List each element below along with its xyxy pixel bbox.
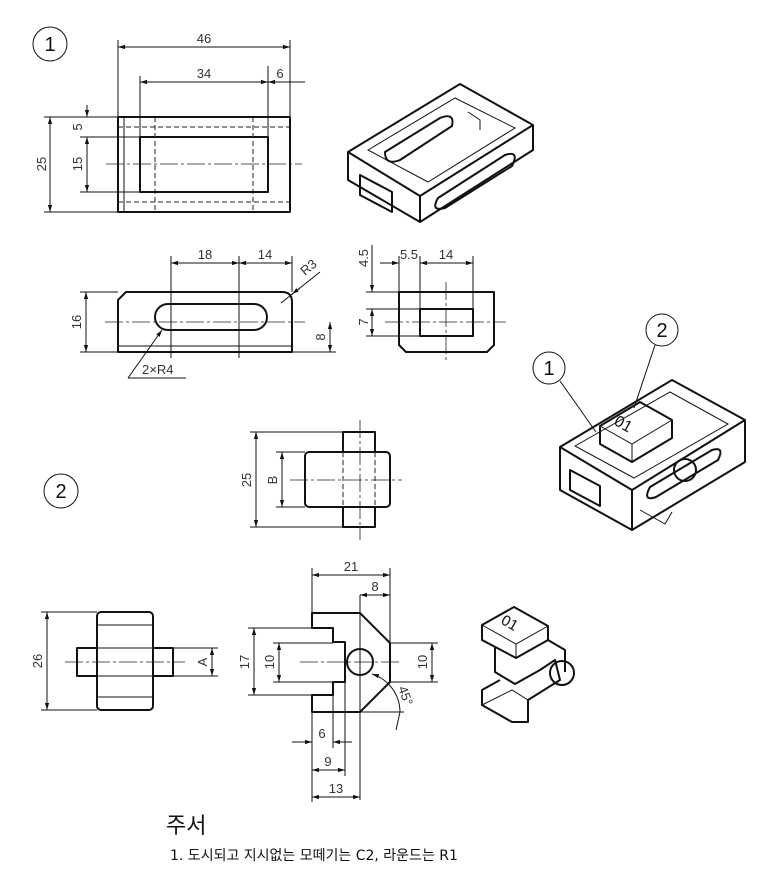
balloon-part2: 2 [43, 473, 79, 509]
svg-text:5.5: 5.5 [400, 247, 418, 262]
svg-text:16: 16 [69, 315, 84, 329]
part2-top-view: 25 B [239, 420, 402, 540]
svg-text:01: 01 [611, 413, 635, 437]
svg-text:25: 25 [34, 157, 49, 171]
svg-text:26: 26 [30, 654, 45, 668]
part2-front-view: 26 A [30, 611, 218, 711]
svg-text:2: 2 [656, 320, 667, 342]
svg-text:9: 9 [324, 754, 331, 769]
part1-side-view: 5.5 14 4.5 7 [356, 245, 506, 363]
part1-front-view: 18 14 R3 16 8 2×R4 [69, 247, 336, 379]
svg-text:6: 6 [276, 66, 283, 81]
svg-text:34: 34 [197, 66, 211, 81]
assembly-isometric-view: 01 [559, 379, 746, 531]
svg-text:2: 2 [55, 481, 66, 503]
svg-text:21: 21 [344, 559, 358, 574]
balloon-part1: 1 [32, 26, 68, 62]
svg-text:B: B [265, 476, 280, 485]
svg-text:5: 5 [70, 123, 85, 130]
svg-text:13: 13 [329, 781, 343, 796]
svg-text:14: 14 [258, 247, 272, 262]
svg-text:10: 10 [415, 655, 430, 669]
svg-text:46: 46 [197, 31, 211, 46]
svg-text:7: 7 [356, 318, 371, 325]
svg-text:8: 8 [313, 333, 328, 340]
notes-title: 주서 [166, 814, 207, 839]
svg-text:A: A [195, 657, 210, 666]
part1-top-view: 46 34 6 25 5 15 [34, 31, 305, 213]
svg-text:1: 1 [543, 358, 554, 380]
svg-text:15: 15 [70, 157, 85, 171]
svg-text:10: 10 [262, 655, 277, 669]
part1-isometric-view [347, 83, 534, 223]
svg-text:8: 8 [371, 579, 378, 594]
svg-text:25: 25 [239, 473, 254, 487]
svg-text:4.5: 4.5 [356, 249, 371, 267]
svg-text:1: 1 [44, 34, 55, 56]
svg-text:2×R4: 2×R4 [142, 362, 173, 377]
notes-line-1: 1. 도시되고 지시없는 모떼기는 C2, 라운드는 R1 [170, 848, 458, 864]
svg-text:18: 18 [198, 247, 212, 262]
svg-text:14: 14 [439, 247, 453, 262]
svg-text:01: 01 [498, 612, 521, 635]
part2-side-view: 21 8 17 10 10 45° 6 9 13 [237, 559, 438, 802]
part2-isometric-view: 01 [481, 606, 575, 723]
balloon-assembly-1: 1 [532, 351, 597, 433]
svg-text:17: 17 [237, 655, 252, 669]
svg-text:45°: 45° [395, 684, 416, 708]
balloon-assembly-2: 2 [633, 313, 679, 409]
svg-text:6: 6 [318, 726, 325, 741]
